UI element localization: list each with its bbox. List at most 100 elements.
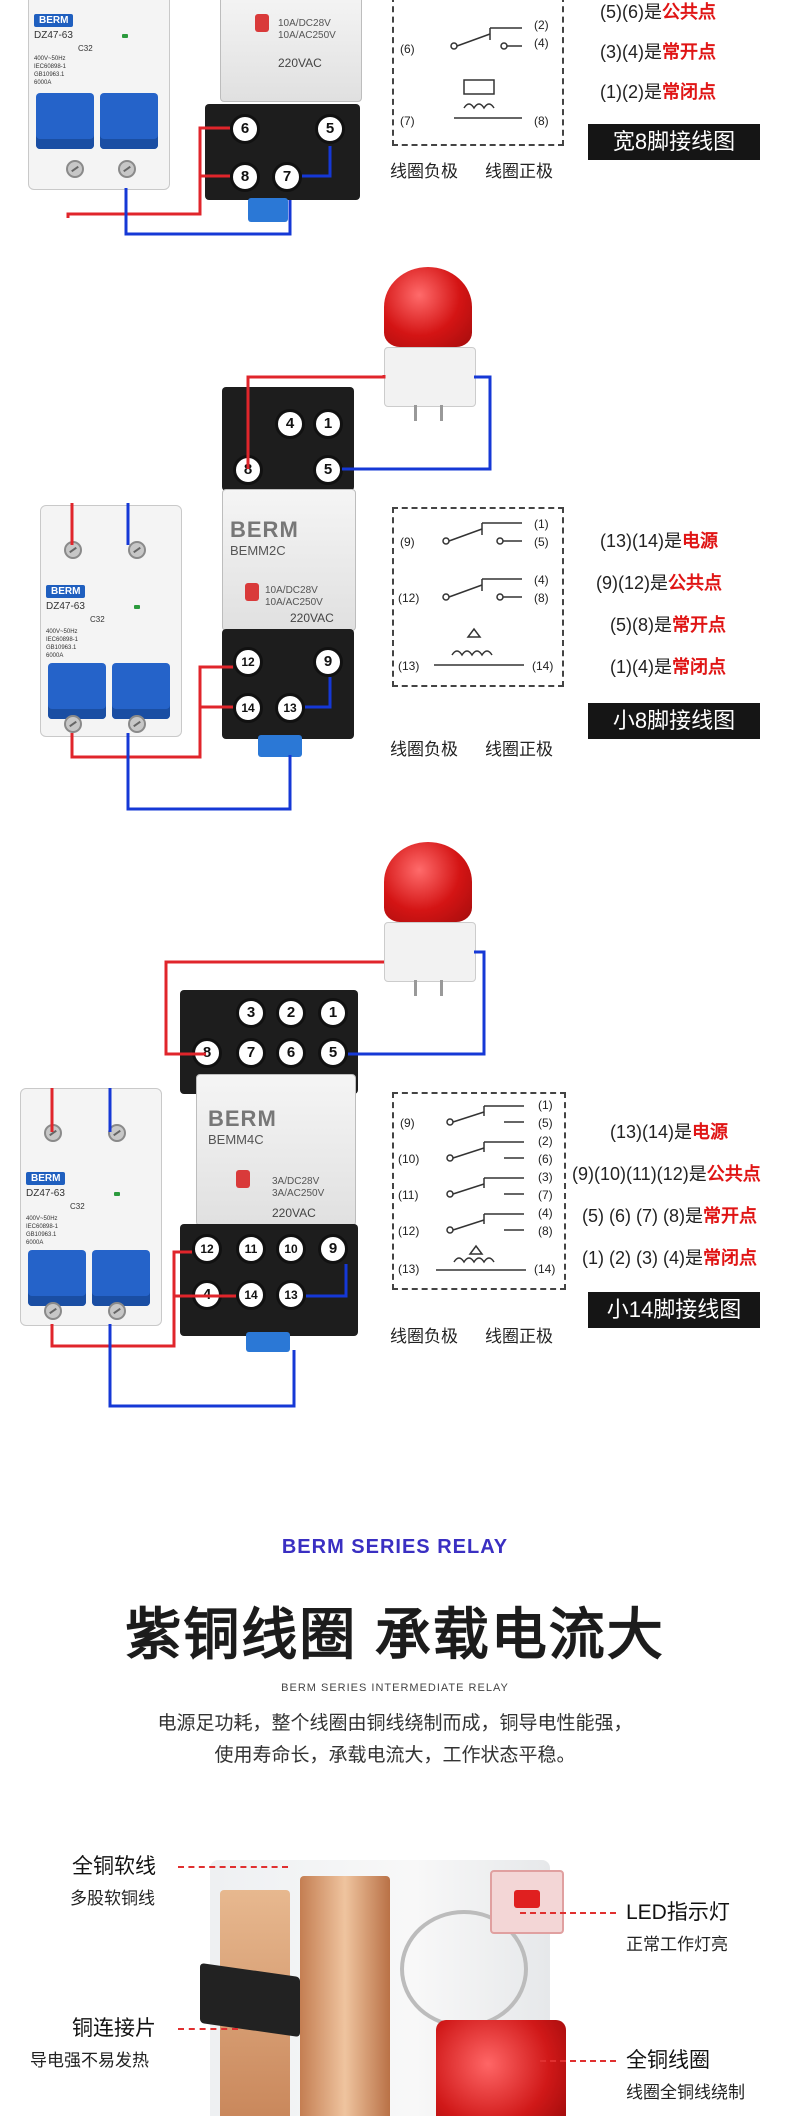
feature-description: 电源足功耗，整个线圈由铜线绕制而成，铜导电性能强， 使用寿命长，承载电流大，工作… [0,1708,790,1772]
screw-icon [128,715,146,733]
breaker-handle-left[interactable] [28,1250,86,1306]
relay-led-indicator [255,14,269,32]
pin-label: (11) [398,1188,419,1202]
legend-normally-closed: (1)(2)是常闭点 [600,82,716,102]
terminal-1: 1 [318,998,348,1028]
lamp-pin [414,405,417,421]
legend-power: (13)(14)是电源 [610,1122,729,1142]
breaker-handle-left[interactable] [36,93,94,149]
relay-rating-2: 10A/AC250V [265,597,323,608]
relay-body [196,1074,356,1226]
relay-rating-1: 10A/DC28V [265,585,318,596]
callout-coil-title: 全铜线圈 [626,2049,710,2072]
relay-voltage: 220VAC [278,56,322,70]
wires [50,950,486,1408]
pin-label: (6) [400,42,415,56]
breaker-model: DZ47-63 [26,1188,65,1199]
breaker-handle-right[interactable] [112,663,170,719]
breaker-spec-4: 6000A [26,1240,44,1246]
terminal-12: 12 [233,647,263,677]
terminal-9: 9 [313,647,343,677]
breaker-indicator [134,605,140,609]
pin-label: (4) [534,573,549,587]
terminal-7: 7 [272,162,302,192]
coil-positive-label: 线圈正极 [485,1327,553,1346]
pin-label: (5) [534,535,549,549]
relay-brand: BERM [230,517,299,542]
contact-symbol [450,27,522,119]
legend-normally-open: (3)(4)是常开点 [600,42,716,62]
pin-label: (3) [538,1170,553,1184]
breaker-handle-right[interactable] [100,93,158,149]
relay-rating-1: 3A/DC28V [272,1176,320,1187]
screw-icon [128,541,146,559]
legend-common: (9)(12)是公共点 [596,573,723,593]
screw-icon [64,715,82,733]
wiring-section-wide-8pin: BERM DZ47-63 C32 400V~50Hz IEC60898-1 GB… [0,0,790,250]
terminal-12: 12 [192,1234,222,1264]
warning-lamp-dome [384,842,472,922]
breaker-spec-4: 6000A [34,80,52,86]
series-tag: BERM SERIES RELAY [281,1536,509,1558]
breaker-spec-4: 6000A [46,653,64,659]
terminal-13: 13 [275,693,305,723]
legend-normally-open: (5)(8)是常开点 [610,615,726,635]
terminal-7: 7 [236,1038,266,1068]
description-line-1: 电源足功耗，整个线圈由铜线绕制而成，铜导电性能强， [157,1713,633,1734]
pin-label: (12) [398,1224,420,1238]
breaker-indicator [114,1192,120,1196]
pin-label: (13) [398,659,420,673]
socket-clip [246,1332,290,1352]
pin-label: (10) [398,1152,420,1166]
wires [66,126,332,236]
breaker-handle-right[interactable] [92,1250,150,1306]
lamp-pin [440,405,443,421]
breaker-spec-2: IEC60898-1 [46,637,79,643]
terminal-6: 6 [276,1038,306,1068]
pin-label: (1) [534,517,549,531]
lamp-pin [440,980,443,996]
pin-label: (12) [398,591,420,605]
pin-label: (2) [538,1134,553,1148]
callout-led-title: LED指示灯 [626,1901,730,1924]
terminal-2: 2 [276,998,306,1028]
breaker-rating: C32 [78,44,93,53]
breaker-handle-left[interactable] [48,663,106,719]
contact-diagram: (1) (5) (9) (2) (6) (10) (3) (7) (11) (4… [392,1092,566,1290]
relay-rating-2: 3A/AC250V [272,1188,325,1199]
screw-icon [44,1302,62,1320]
breaker-spec-2: IEC60898-1 [34,64,67,70]
relay-led-indicator [245,583,259,601]
callout-copper-wire-sub: 多股软铜线 [70,1889,155,1908]
terminal-9: 9 [318,1234,348,1264]
callout-copper-wire-title: 全铜软线 [72,1855,156,1878]
pin-label: (9) [400,535,415,549]
relay-rating-2: 10A/AC250V [278,30,336,41]
breaker-spec-3: GB10963.1 [34,72,65,78]
breaker-spec-2: IEC60898-1 [26,1224,59,1230]
pin-label: (4) [538,1206,553,1220]
callout-copper-plate-sub: 导电强不易发热 [30,2051,149,2070]
breaker-spec-3: GB10963.1 [46,645,77,651]
pin-label: (14) [532,659,554,673]
breaker-model: DZ47-63 [46,601,85,612]
relay-body [222,489,356,631]
warning-lamp-base [384,347,476,407]
feature-subtag: BERM SERIES INTERMEDIATE RELAY [281,1682,509,1694]
relay-led-indicator [236,1170,250,1188]
callout-coil-sub: 线圈全铜线绕制 [626,2083,745,2102]
pin-label: (1) [538,1098,553,1112]
pin-label: (8) [534,114,549,128]
breaker-rating: C32 [70,1202,85,1211]
legend-normally-closed: (1)(4)是常闭点 [610,657,726,677]
pin-label: (2) [534,18,549,32]
diagram-title: 宽8脚接线图 [588,124,760,160]
pin-label: (5) [538,1116,553,1130]
callout-line [178,2028,238,2030]
contact-symbol [434,522,524,666]
terminal-6: 6 [230,114,260,144]
screw-icon [66,160,84,178]
legend-power: (13)(14)是电源 [600,531,719,551]
relay-brand: BERM [208,1106,277,1131]
relay-voltage: 220VAC [272,1206,316,1220]
